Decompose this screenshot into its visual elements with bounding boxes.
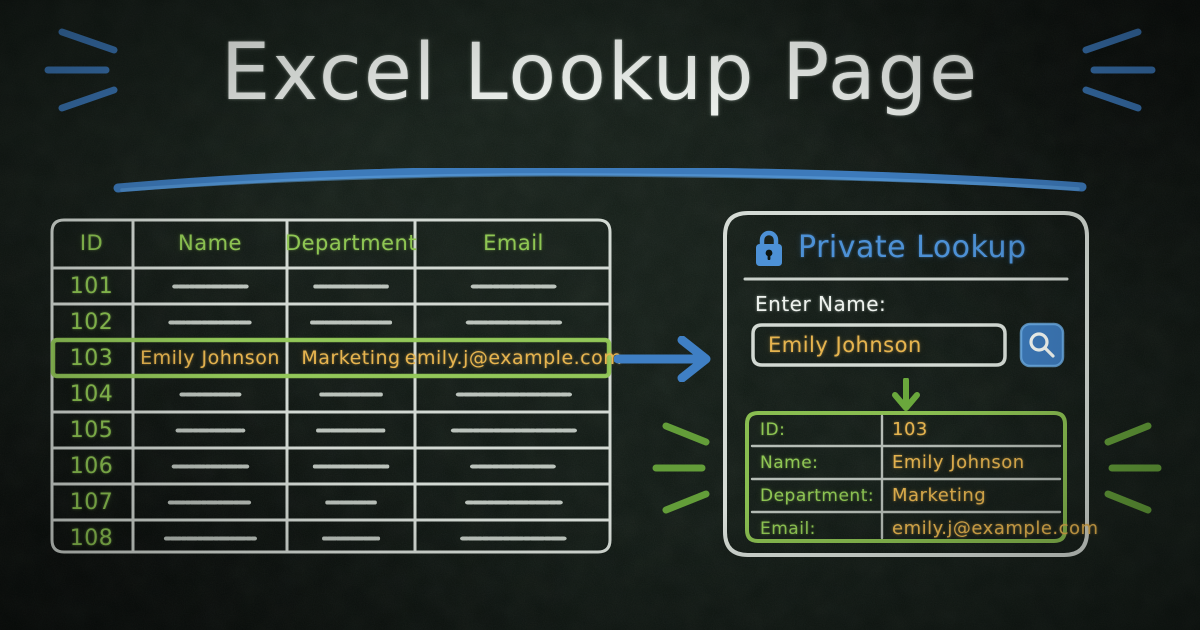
- search-input-value: Emily Johnson: [768, 333, 922, 357]
- placeholder-scribble: [455, 392, 572, 396]
- table-cell-department: [287, 268, 415, 304]
- table-cell-name: [133, 412, 287, 448]
- table-cell-department: [287, 448, 415, 484]
- result-row: Name: Emily Johnson: [744, 446, 1068, 479]
- placeholder-scribble: [450, 428, 577, 432]
- placeholder-scribble: [459, 536, 568, 540]
- placeholder-scribble: [470, 284, 557, 288]
- table-cell-department: [287, 520, 415, 556]
- result-sparkle-left: [652, 422, 710, 514]
- table-cell-id: 107: [69, 489, 114, 515]
- table-cell-department: [287, 412, 415, 448]
- result-field-value: emily.j@example.com: [892, 518, 1099, 539]
- title-accent-ticks-right: [1082, 28, 1156, 112]
- placeholder-scribble: [315, 428, 387, 432]
- table-header-department: Department: [284, 231, 418, 255]
- table-row-highlighted[interactable]: [50, 340, 612, 376]
- placeholder-scribble: [464, 500, 563, 504]
- table-cell-email: [415, 376, 612, 412]
- table-cell-name: [133, 376, 287, 412]
- panel-divider: [743, 277, 1069, 281]
- enter-name-label: Enter Name:: [755, 292, 887, 316]
- lock-icon: [756, 230, 782, 266]
- table-cell-id: 105: [69, 417, 114, 443]
- result-row: ID: 103: [744, 413, 1068, 446]
- table-cell-id: 104: [69, 381, 114, 407]
- table-cell-name: [133, 448, 287, 484]
- table-cell-name: [133, 268, 287, 304]
- table-cell-email: [415, 412, 612, 448]
- placeholder-scribble: [178, 392, 242, 396]
- table-header-id: ID: [79, 231, 104, 255]
- placeholder-scribble: [175, 428, 245, 432]
- placeholder-scribble: [465, 320, 562, 324]
- result-field-label: Email:: [760, 518, 816, 539]
- table-cell-id: 108: [69, 525, 114, 551]
- title-block: Excel Lookup Page: [0, 32, 1200, 115]
- panel-title: Private Lookup: [798, 230, 1027, 265]
- placeholder-scribble: [321, 536, 381, 540]
- table-header-name: Name: [178, 231, 242, 255]
- result-field-value: Marketing: [892, 485, 987, 506]
- private-lookup-panel: Private Lookup Enter Name: Emily Johnson: [722, 210, 1098, 558]
- placeholder-scribble: [325, 500, 377, 504]
- result-row: Department: Marketing: [744, 479, 1068, 512]
- placeholder-scribble: [319, 392, 383, 396]
- page-title: Excel Lookup Page: [220, 28, 980, 118]
- table-cell-email: [415, 448, 612, 484]
- table-cell-id: 106: [69, 453, 114, 479]
- panel-header: Private Lookup: [752, 224, 1064, 272]
- table-cell-id: 101: [69, 273, 114, 299]
- placeholder-scribble: [309, 320, 393, 324]
- search-row: Emily Johnson: [750, 322, 1066, 368]
- title-underline: [113, 168, 1087, 193]
- result-field-value: 103: [892, 419, 928, 440]
- arrow-down-icon: [892, 378, 920, 411]
- placeholder-scribble: [167, 500, 253, 504]
- result-field-value: Emily Johnson: [892, 452, 1025, 473]
- placeholder-scribble: [312, 464, 390, 468]
- arrow-right-icon: [614, 336, 711, 382]
- result-field-label: ID:: [760, 419, 786, 440]
- table-cell-department: [287, 304, 415, 340]
- table-cell-id: 102: [69, 309, 114, 335]
- placeholder-scribble: [171, 464, 249, 468]
- result-row: Email: emily.j@example.com: [744, 512, 1098, 545]
- table-cell-name: [133, 484, 287, 520]
- title-accent-ticks-left: [44, 28, 118, 112]
- table-cell-email: [415, 304, 612, 340]
- table-cell-department: [287, 484, 415, 520]
- placeholder-scribble: [167, 320, 253, 324]
- table-cell-email: [415, 484, 612, 520]
- table-cell-name: [133, 520, 287, 556]
- placeholder-scribble: [313, 284, 389, 288]
- table-cell-name: [133, 304, 287, 340]
- result-field-label: Name:: [760, 452, 819, 473]
- search-input[interactable]: Emily Johnson: [750, 322, 1008, 368]
- table-cell-email: [415, 520, 612, 556]
- placeholder-scribble: [163, 536, 257, 540]
- table-cell-email: [415, 268, 612, 304]
- table-cell-department: [287, 376, 415, 412]
- search-button[interactable]: [1018, 322, 1066, 368]
- result-sparkle-right: [1104, 422, 1162, 514]
- placeholder-scribble: [469, 464, 558, 468]
- result-field-label: Department:: [760, 485, 875, 506]
- placeholder-scribble: [171, 284, 249, 288]
- table-header-email: Email: [483, 231, 544, 255]
